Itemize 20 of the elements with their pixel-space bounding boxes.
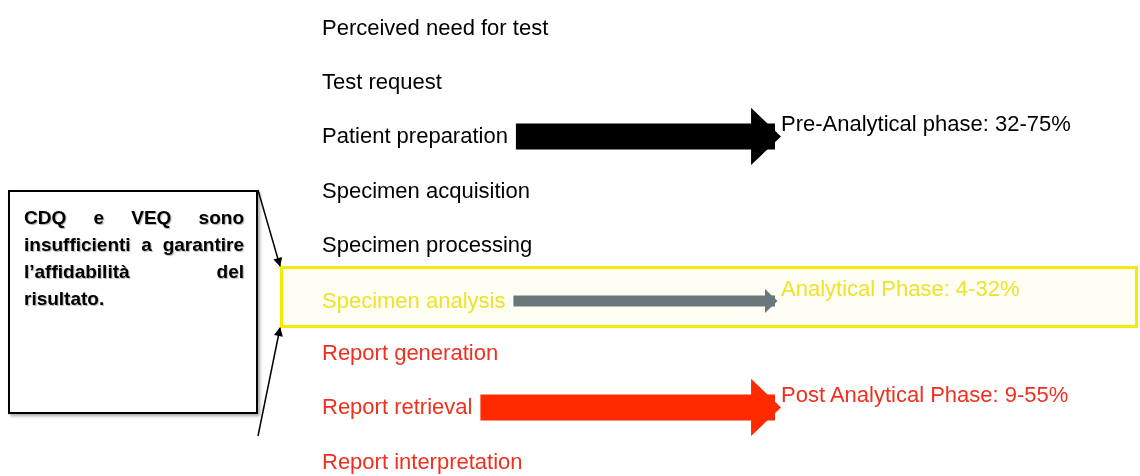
- note-box: [8, 190, 258, 414]
- note-text: CDQ e VEQ sono insufficienti a garantire l’affidabilità del risultato.: [24, 206, 244, 311]
- phase-label: Post Analytical Phase: 9-55%: [775, 381, 1069, 409]
- step-label: Report retrieval: [322, 393, 473, 422]
- leader-arrow: [257, 327, 283, 437]
- step-label: Test request: [322, 68, 442, 97]
- step-label: Perceived need for test: [322, 14, 549, 42]
- step-label: Patient preparation: [322, 122, 508, 151]
- block-arrow: [513, 288, 778, 314]
- block-arrow: [480, 378, 781, 436]
- step-label: Specimen analysis: [322, 287, 506, 315]
- step-label: Report interpretation: [322, 447, 523, 476]
- block-arrow: [515, 107, 781, 165]
- highlight-band: [280, 266, 1138, 328]
- leader-arrow: [257, 189, 283, 267]
- step-label: Report generation: [322, 339, 499, 368]
- step-label: Specimen processing: [322, 230, 533, 259]
- phase-label: Pre-Analytical phase: 32-75%: [775, 110, 1071, 138]
- step-label: Specimen acquisition: [322, 176, 530, 205]
- phase-label: Analytical Phase: 4-32%: [775, 275, 1020, 303]
